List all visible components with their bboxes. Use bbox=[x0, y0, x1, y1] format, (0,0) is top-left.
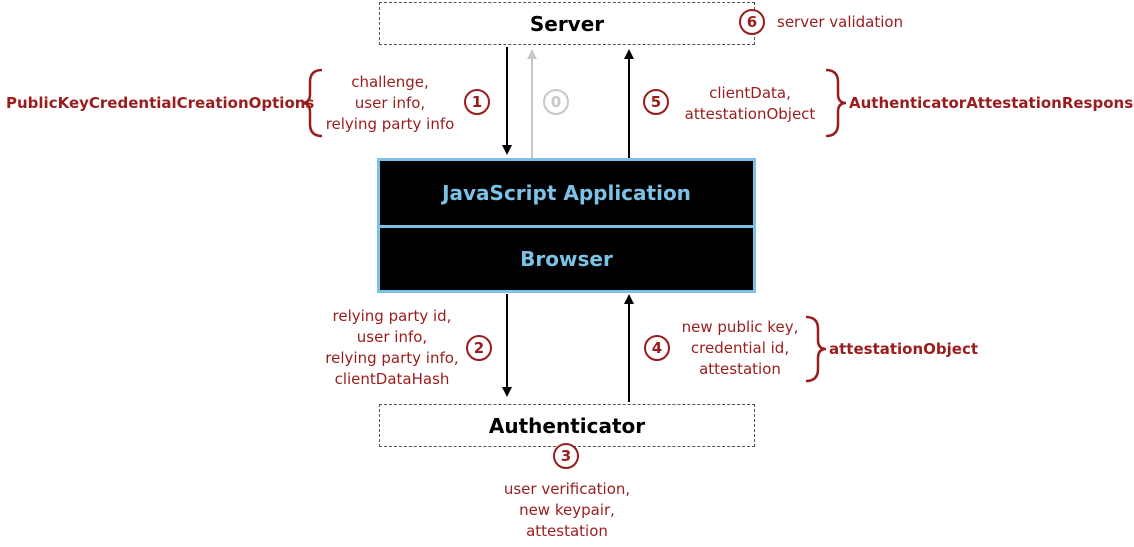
step-2-note: relying party id, user info, relying par… bbox=[320, 306, 464, 390]
brace-creation-options bbox=[301, 68, 323, 138]
javascript-application-label: JavaScript Application bbox=[442, 181, 691, 205]
step-1-badge: 1 bbox=[464, 89, 490, 115]
step-3-note-line: attestation bbox=[526, 522, 608, 540]
server-label: Server bbox=[529, 11, 605, 36]
step-1-note-line: relying party info bbox=[325, 115, 455, 133]
step-0-badge: 0 bbox=[543, 89, 569, 115]
step-3-note-line: new keypair, bbox=[519, 501, 615, 519]
step-4-badge: 4 bbox=[644, 335, 670, 361]
attestation-response-label: AuthenticatorAttestationResponse bbox=[849, 94, 1134, 112]
step-2-note-line: user info, bbox=[356, 328, 428, 346]
step-3-badge: 3 bbox=[553, 443, 579, 469]
step-4-note-line: credential id, bbox=[690, 339, 790, 357]
step-3-note: user verification, new keypair, attestat… bbox=[486, 479, 648, 542]
step-1-note-line: user info, bbox=[354, 94, 426, 112]
step-1-note-line: challenge, bbox=[351, 73, 429, 91]
step-5-note: clientData, attestationObject bbox=[680, 83, 820, 125]
step-3-note-line: user verification, bbox=[503, 480, 631, 498]
attestation-object-label: attestationObject bbox=[829, 340, 979, 358]
step-2-note-line: relying party id, bbox=[332, 307, 452, 325]
authenticator-box: Authenticator bbox=[379, 404, 755, 447]
step-6-note: server validation bbox=[777, 13, 904, 31]
step-4-note: new public key, credential id, attestati… bbox=[676, 317, 804, 380]
step-2-badge: 2 bbox=[466, 335, 492, 361]
server-box: Server bbox=[379, 2, 755, 45]
authenticator-label: Authenticator bbox=[488, 413, 646, 438]
step-4-note-line: attestation bbox=[699, 360, 781, 378]
creation-options-label: PublicKeyCredentialCreationOptions bbox=[6, 94, 315, 112]
brace-attestation-object bbox=[805, 315, 827, 383]
step-5-note-line: attestationObject bbox=[684, 105, 816, 123]
step-2-note-line: clientDataHash bbox=[334, 370, 450, 388]
step-4-note-line: new public key, bbox=[681, 318, 799, 336]
step-5-note-line: clientData, bbox=[709, 84, 791, 102]
browser-box: Browser bbox=[377, 225, 756, 293]
step-5-badge: 5 bbox=[643, 89, 669, 115]
brace-attestation-response bbox=[825, 68, 847, 138]
step-2-note-line: relying party info, bbox=[325, 349, 459, 367]
javascript-application-box: JavaScript Application bbox=[377, 158, 756, 228]
step-6-badge: 6 bbox=[739, 9, 765, 35]
step-1-note: challenge, user info, relying party info bbox=[312, 72, 468, 135]
browser-label: Browser bbox=[520, 247, 613, 271]
